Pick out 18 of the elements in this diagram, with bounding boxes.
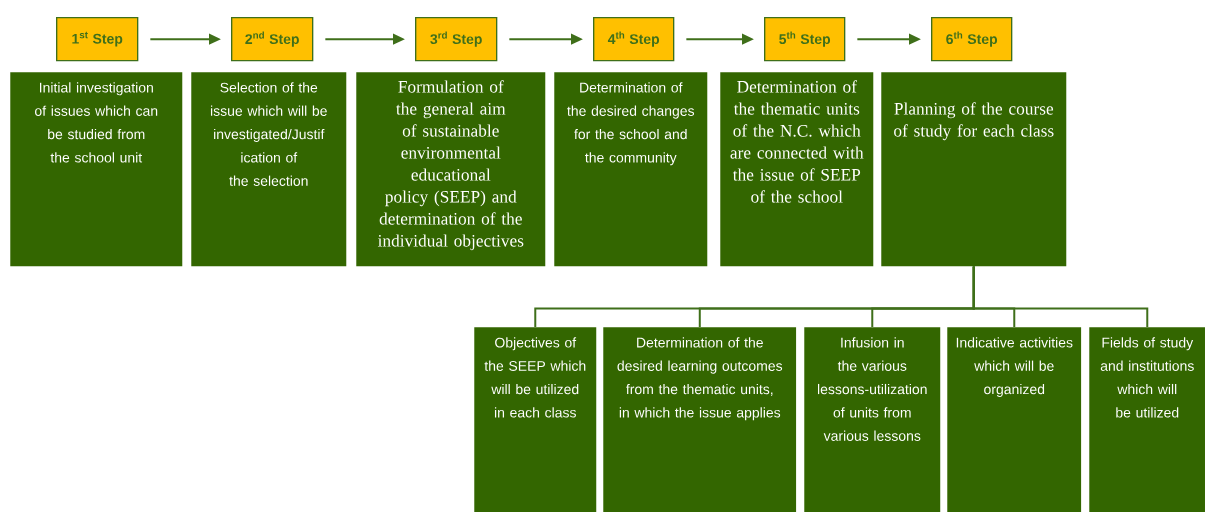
process-box: Selection of the issue which will be investigated/Justif ication of the selection (191, 72, 347, 267)
process-box: Determination of the thematic units of the N.C. which are connected with the issue of SEEP of the school (720, 72, 874, 267)
step-box: 6$^{th}$ Step (931, 17, 1013, 62)
process-box: Objectives of the SEEP which will be utilized in each class (474, 327, 597, 512)
connector-line (972, 265, 1149, 328)
process-box: Planning of the course of study for each class (881, 72, 1067, 267)
process-box: Formulation of the general aim of sustainable environmental educational policy (SEEP) and determination of the individual objectives (356, 72, 546, 267)
process-box: Initial investigation of issues which can be studied from the school unit (10, 72, 183, 267)
step-box: 4$^{th}$ Step (593, 17, 675, 62)
process-box: Infusion in the various lessons-utilization of units from various lessons (804, 327, 941, 512)
process-box: Determination of the desired learning outcomes from the thematic units, in which the issue applies (603, 327, 797, 512)
step-box: 3$^{rd}$ Step (415, 17, 498, 62)
step-box: 2$^{nd}$ Step (231, 17, 314, 62)
process-box: Determination of the desired changes for the school and the community (554, 72, 708, 267)
process-box: Indicative activities which will be organized (947, 327, 1082, 512)
step-box: 5$^{th}$ Step (764, 17, 846, 62)
step-box: 1$^{st}$ Step (56, 17, 139, 62)
process-box: Fields of study and institutions which will be utilized (1089, 327, 1205, 512)
